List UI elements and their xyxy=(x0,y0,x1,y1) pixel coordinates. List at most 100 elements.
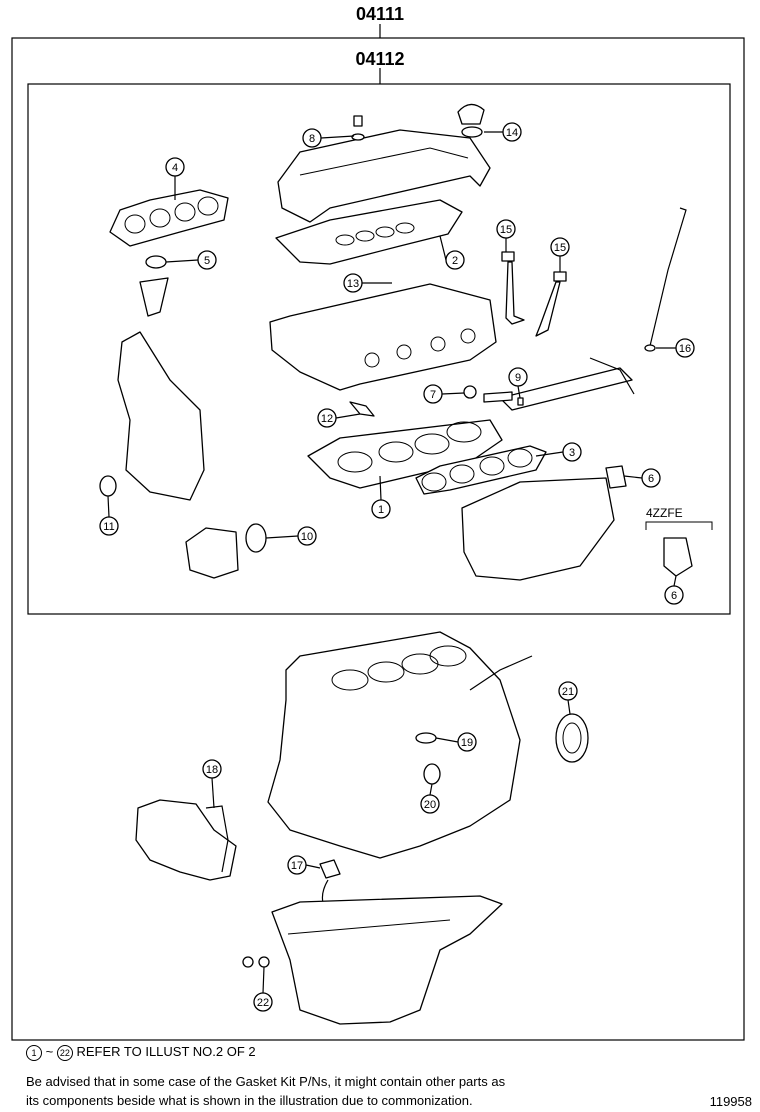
callout-3[interactable]: 3 xyxy=(562,442,582,462)
callout-14-label: 14 xyxy=(506,127,518,139)
cylinder-block xyxy=(267,631,521,859)
callout-9[interactable]: 9 xyxy=(508,367,528,387)
fuel-delivery-pipe xyxy=(499,367,633,411)
valve-stem-seal-exhaust xyxy=(553,271,567,282)
rear-oil-seal xyxy=(555,713,589,763)
callout-14[interactable]: 14 xyxy=(502,122,522,142)
callout-11-label: 11 xyxy=(103,521,114,533)
callout-9-label: 9 xyxy=(515,372,521,384)
callout-10-label: 10 xyxy=(301,531,313,543)
ref-text: REFER TO ILLUST NO.2 OF 2 xyxy=(76,1044,256,1059)
callout-6b[interactable]: 6 xyxy=(664,585,684,605)
callout-19-label: 19 xyxy=(461,737,473,749)
callout-13[interactable]: 13 xyxy=(343,273,363,293)
callout-1-label: 1 xyxy=(378,504,384,516)
oil-pan xyxy=(271,895,503,1025)
inner-frame xyxy=(27,83,731,615)
ref-separator: ~ xyxy=(45,1044,54,1059)
drain-plug-gasket xyxy=(258,956,270,968)
callout-15b[interactable]: 15 xyxy=(550,237,570,257)
camshaft-plug xyxy=(349,401,375,417)
callout-4[interactable]: 4 xyxy=(165,157,185,177)
inner-assembly-code[interactable]: 04112 xyxy=(355,49,404,69)
callout-2[interactable]: 2 xyxy=(445,250,465,270)
oil-level-gauge-guide xyxy=(649,207,687,347)
ref-end-circle: 22 xyxy=(56,1044,73,1061)
timing-chain-cover xyxy=(117,331,205,501)
callout-19[interactable]: 19 xyxy=(457,732,477,752)
callout-15a-label: 15 xyxy=(500,224,512,236)
exhaust-stud xyxy=(139,277,169,317)
throttle-body-gasket-4zzfe xyxy=(663,537,693,577)
valve-stem-seal-intake xyxy=(501,251,515,262)
intake-manifold xyxy=(461,477,615,581)
guide-o-ring xyxy=(644,344,656,352)
callout-5-label: 5 xyxy=(204,255,210,267)
callout-22[interactable]: 22 xyxy=(253,992,273,1012)
water-pump xyxy=(185,527,239,579)
gasket-kit-notice: Be advised that in some case of the Gask… xyxy=(26,1072,505,1110)
callout-2-label: 2 xyxy=(452,255,458,267)
outer-frame xyxy=(11,37,745,1041)
callout-12-label: 12 xyxy=(321,413,333,425)
throttle-body-gasket xyxy=(605,465,627,489)
callout-6b-label: 6 xyxy=(671,590,677,602)
callout-18-label: 18 xyxy=(206,764,218,776)
oil-filler-cap xyxy=(457,103,485,125)
injector-o-ring xyxy=(517,397,524,406)
callout-18[interactable]: 18 xyxy=(202,759,222,779)
strainer-gasket xyxy=(319,859,341,879)
callout-12[interactable]: 12 xyxy=(317,408,337,428)
cylinder-head-gasket xyxy=(307,419,503,489)
injector-insulator xyxy=(463,385,477,399)
callout-13-label: 13 xyxy=(347,278,359,290)
ref-start-circle: 1 xyxy=(26,1044,42,1061)
exhaust-valve xyxy=(535,281,561,337)
callout-6a-label: 6 xyxy=(648,473,654,485)
callout-22-label: 22 xyxy=(257,997,269,1009)
callout-15b-label: 15 xyxy=(554,242,566,254)
block-gasket xyxy=(415,732,437,744)
callout-15a[interactable]: 15 xyxy=(496,219,516,239)
engine-variant-label: 4ZZFE xyxy=(646,506,683,520)
filler-cap-gasket xyxy=(461,126,483,138)
callout-1[interactable]: 1 xyxy=(371,499,391,519)
illustration-number: 119958 xyxy=(709,1094,752,1109)
drain-plug xyxy=(242,956,254,968)
callout-4-label: 4 xyxy=(172,162,178,174)
cylinder-head-cover xyxy=(277,129,491,223)
cover-bolt xyxy=(353,115,363,127)
callout-10[interactable]: 10 xyxy=(297,526,317,546)
callout-6a[interactable]: 6 xyxy=(641,468,661,488)
water-pump-o-ring xyxy=(245,523,267,553)
crank-front-oil-seal xyxy=(99,475,117,497)
callout-7[interactable]: 7 xyxy=(423,384,443,404)
callout-3-label: 3 xyxy=(569,447,575,459)
reference-note: 1 ~ 22 REFER TO ILLUST NO.2 OF 2 xyxy=(26,1044,256,1061)
block-oil-seal xyxy=(423,763,441,785)
fuel-injector xyxy=(483,391,513,403)
callout-17[interactable]: 17 xyxy=(287,855,307,875)
outer-assembly-code[interactable]: 04111 xyxy=(356,4,404,24)
callout-7-label: 7 xyxy=(430,389,436,401)
notice-line-2: its components beside what is shown in t… xyxy=(26,1093,473,1108)
intake-valve xyxy=(505,261,525,325)
callout-16[interactable]: 16 xyxy=(675,338,695,358)
callout-21-label: 21 xyxy=(562,686,574,698)
callout-20-label: 20 xyxy=(424,799,436,811)
callout-21[interactable]: 21 xyxy=(558,681,578,701)
callout-5[interactable]: 5 xyxy=(197,250,217,270)
notice-line-1: Be advised that in some case of the Gask… xyxy=(26,1074,506,1089)
callout-8-label: 8 xyxy=(309,133,315,145)
callout-20[interactable]: 20 xyxy=(420,794,440,814)
exhaust-pipe-gasket xyxy=(145,255,167,269)
callout-11[interactable]: 11 xyxy=(99,516,119,536)
leader-lines xyxy=(107,131,677,994)
oil-level-gauge xyxy=(469,655,533,691)
variant-bracket xyxy=(645,521,713,530)
grommet xyxy=(351,133,365,141)
cylinder-head xyxy=(269,283,497,391)
callout-8[interactable]: 8 xyxy=(302,128,322,148)
callout-17-label: 17 xyxy=(291,860,303,872)
